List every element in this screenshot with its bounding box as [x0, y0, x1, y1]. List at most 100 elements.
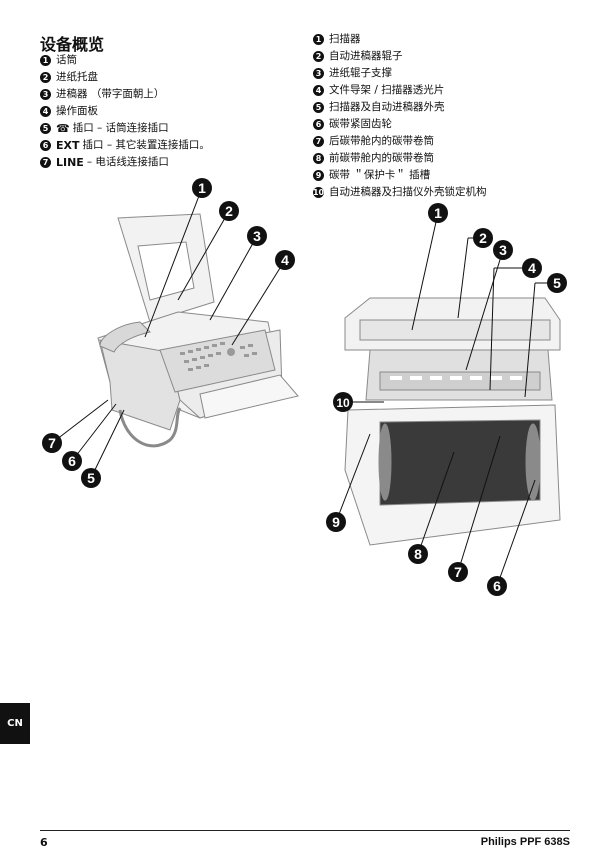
callout-number-badge: 2	[40, 72, 51, 83]
legend-item: 7 后碳带舱内的碳带卷筒	[313, 133, 487, 150]
legend-text: 自动进稿器及扫描仪外壳锁定机构	[329, 186, 487, 198]
fig2-callout-3: 3	[493, 240, 513, 260]
control-panel-shape	[159, 329, 276, 393]
svg-text:2: 2	[479, 230, 487, 246]
legend-text: 插口 – 其它装置连接插口。	[82, 139, 210, 151]
legend-item: 10 自动进稿器及扫描仪外壳锁定机构	[313, 184, 487, 201]
svg-text:4: 4	[528, 260, 536, 276]
fig1-callout-5: 5	[81, 468, 101, 488]
svg-text:1: 1	[434, 205, 442, 221]
callout-number-badge: 5	[40, 123, 51, 134]
fig2-callout-10: 10	[333, 392, 353, 412]
legend-item: 4 操作面板	[40, 103, 210, 120]
fig1-callout-3: 3	[247, 226, 267, 246]
fig2-callout-6: 6	[487, 576, 507, 596]
fig2-callout-8: 8	[408, 544, 428, 564]
legend-item: 3 进稿器 （带字面朝上）	[40, 86, 210, 103]
page-title: 设备概览	[40, 35, 105, 54]
legend-text: 扫描器及自动进稿器外壳	[329, 101, 445, 113]
legend-text: 前碳带舱内的碳带卷筒	[329, 152, 434, 164]
legend-item: 1 话筒	[40, 52, 210, 69]
handset-cord-shape	[118, 407, 182, 448]
callout-number-badge: 1	[313, 34, 324, 45]
legend-item: 3 进纸辊子支撑	[313, 65, 487, 82]
legend-item: 5 扫描器及自动进稿器外壳	[313, 99, 487, 116]
svg-text:6: 6	[493, 578, 501, 594]
legend-text: 碳带 ＂保护卡＂ 插槽	[329, 169, 431, 181]
svg-text:9: 9	[332, 514, 340, 530]
callout-number-badge: 10	[312, 187, 325, 198]
callout-number-badge: 8	[313, 153, 324, 164]
legend-text: 碳带紧固齿轮	[329, 118, 392, 130]
handset-shape	[99, 321, 151, 353]
svg-text:5: 5	[87, 470, 95, 486]
fig1-callout-6: 6	[62, 451, 82, 471]
fig2-callout-1: 1	[428, 203, 448, 223]
svg-text:10: 10	[336, 396, 350, 410]
svg-text:7: 7	[48, 435, 56, 451]
fig2-callout-5: 5	[547, 273, 567, 293]
svg-text:5: 5	[553, 275, 561, 291]
callout-number-badge: 3	[40, 89, 51, 100]
svg-text:1: 1	[198, 180, 206, 196]
legend-item: 8 前碳带舱内的碳带卷筒	[313, 150, 487, 167]
port-code-label: EXT	[56, 139, 80, 152]
legend-item: 6 碳带紧固齿轮	[313, 116, 487, 133]
fig2-callout-4: 4	[522, 258, 542, 278]
callout-number-badge: 7	[40, 157, 51, 168]
page-number: 6	[40, 836, 48, 849]
product-name: Philips PPF 638S	[480, 836, 570, 848]
svg-text:3: 3	[499, 242, 507, 258]
fig2-callout-9: 9	[326, 512, 346, 532]
callout-number-badge: 7	[313, 136, 324, 147]
callout-number-badge: 3	[313, 68, 324, 79]
legend-item: 6 EXT 插口 – 其它装置连接插口。	[40, 137, 210, 154]
svg-text:6: 6	[68, 453, 76, 469]
legend-text: 话筒	[56, 54, 77, 66]
legend-text: 操作面板	[56, 105, 98, 117]
legend-item: 4 文件导架 / 扫描器透光片	[313, 82, 487, 99]
svg-text:3: 3	[253, 228, 261, 244]
legend-text: 进纸辊子支撑	[329, 67, 392, 79]
legend-text: 进纸托盘	[56, 71, 98, 83]
svg-text:7: 7	[454, 564, 462, 580]
legend-text: 文件导架 / 扫描器透光片	[329, 84, 445, 96]
legend-text: 自动进稿器辊子	[329, 50, 403, 62]
legend-item: 5 ☎ 插口 – 话筒连接插口	[40, 120, 210, 137]
fig1-callout-1: 1	[192, 178, 212, 198]
fig1-callout-7: 7	[42, 433, 62, 453]
footer-divider	[40, 830, 570, 831]
fig1-callout-2: 2	[219, 201, 239, 221]
legend-item: 7 LINE – 电话线连接插口	[40, 154, 210, 171]
handset-icon: ☎	[56, 122, 70, 135]
ribbon-roll-shape	[379, 419, 541, 506]
language-tab: CN	[0, 703, 30, 744]
callout-number-badge: 9	[313, 170, 324, 181]
legend-text: 扫描器	[329, 33, 361, 45]
fig2-callout-7: 7	[448, 562, 468, 582]
svg-text:8: 8	[414, 546, 422, 562]
svg-text:2: 2	[225, 203, 233, 219]
callout-number-badge: 6	[40, 140, 51, 151]
callout-number-badge: 4	[40, 106, 51, 117]
legend-text: 插口 – 话筒连接插口	[72, 122, 169, 134]
legend-item: 2 进纸托盘	[40, 69, 210, 86]
callout-number-badge: 4	[313, 85, 324, 96]
callout-number-badge: 5	[313, 102, 324, 113]
callout-number-badge: 6	[313, 119, 324, 130]
svg-text:4: 4	[281, 252, 289, 268]
legend-text: 进稿器 （带字面朝上）	[56, 88, 165, 100]
fig1-callout-4: 4	[275, 250, 295, 270]
left-legend-list: 1 话筒 2 进纸托盘 3 进稿器 （带字面朝上） 4 操作面板 5 ☎ 插口 …	[40, 52, 210, 171]
legend-text: 后碳带舱内的碳带卷筒	[329, 135, 434, 147]
legend-item: 1 扫描器	[313, 31, 487, 48]
callout-number-badge: 1	[40, 55, 51, 66]
fig2-callout-2: 2	[473, 228, 493, 248]
port-code-label: LINE	[56, 156, 84, 169]
legend-text: – 电话线连接插口	[86, 156, 169, 168]
legend-item: 9 碳带 ＂保护卡＂ 插槽	[313, 167, 487, 184]
